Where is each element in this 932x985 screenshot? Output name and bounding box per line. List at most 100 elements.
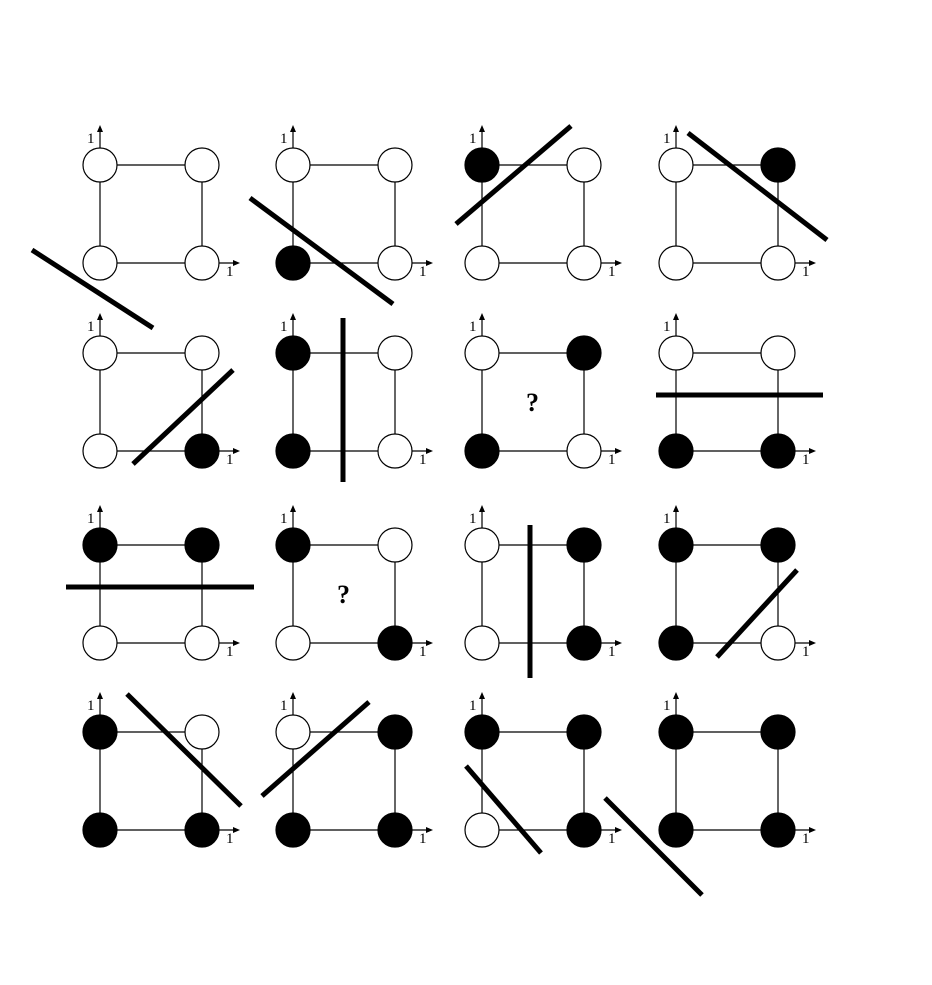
node-tr-filled bbox=[566, 527, 602, 563]
node-br-filled bbox=[377, 812, 413, 848]
x-axis-label: 1 bbox=[226, 644, 234, 660]
x-axis-label: 1 bbox=[226, 264, 234, 280]
node-bl-filled bbox=[658, 433, 694, 469]
node-tl-filled bbox=[658, 714, 694, 750]
node-tr-filled bbox=[760, 147, 796, 183]
y-axis-arrow-icon bbox=[97, 125, 103, 132]
y-axis-arrow-icon bbox=[290, 505, 296, 512]
y-axis-label: 1 bbox=[663, 131, 671, 147]
node-bl-empty bbox=[275, 625, 311, 661]
node-tr-empty bbox=[184, 714, 220, 750]
panel-10: 1 1? bbox=[275, 505, 433, 661]
node-tl-filled bbox=[464, 714, 500, 750]
node-tl-filled bbox=[82, 527, 118, 563]
x-axis-label: 1 bbox=[802, 264, 810, 280]
y-axis-label: 1 bbox=[280, 131, 288, 147]
y-axis-label: 1 bbox=[87, 131, 95, 147]
node-br-empty bbox=[760, 625, 796, 661]
node-bl-empty bbox=[464, 625, 500, 661]
y-axis-arrow-icon bbox=[290, 125, 296, 132]
y-axis-label: 1 bbox=[280, 511, 288, 527]
node-br-filled bbox=[566, 625, 602, 661]
node-tr-filled bbox=[377, 714, 413, 750]
node-bl-filled bbox=[82, 812, 118, 848]
x-axis-label: 1 bbox=[419, 644, 427, 660]
panel-14: 11 bbox=[260, 692, 433, 848]
node-br-empty bbox=[760, 245, 796, 281]
x-axis-arrow-icon bbox=[615, 448, 622, 454]
node-tl-filled bbox=[82, 714, 118, 750]
node-tl-empty bbox=[464, 335, 500, 371]
y-axis-label: 1 bbox=[87, 511, 95, 527]
node-tl-empty bbox=[275, 714, 311, 750]
node-br-empty bbox=[566, 245, 602, 281]
panel-6: 11 bbox=[275, 313, 433, 482]
panel-1: 11 bbox=[30, 125, 240, 331]
x-axis-arrow-icon bbox=[809, 640, 816, 646]
x-axis-label: 1 bbox=[608, 452, 616, 468]
node-tl-empty bbox=[658, 147, 694, 183]
node-bl-empty bbox=[82, 245, 118, 281]
node-bl-empty bbox=[464, 245, 500, 281]
y-axis-arrow-icon bbox=[97, 313, 103, 320]
x-axis-arrow-icon bbox=[809, 260, 816, 266]
y-axis-label: 1 bbox=[87, 698, 95, 714]
x-axis-arrow-icon bbox=[615, 640, 622, 646]
y-axis-label: 1 bbox=[663, 698, 671, 714]
panel-2: 11 bbox=[248, 125, 433, 307]
y-axis-label: 1 bbox=[663, 319, 671, 335]
panel-16: 11 bbox=[603, 692, 816, 897]
node-bl-filled bbox=[658, 812, 694, 848]
node-tl-filled bbox=[658, 527, 694, 563]
node-bl-empty bbox=[464, 812, 500, 848]
node-br-filled bbox=[184, 433, 220, 469]
separator-line bbox=[686, 131, 829, 242]
node-tl-empty bbox=[82, 335, 118, 371]
y-axis-label: 1 bbox=[280, 319, 288, 335]
y-axis-label: 1 bbox=[87, 319, 95, 335]
y-axis-arrow-icon bbox=[290, 313, 296, 320]
node-tr-empty bbox=[566, 147, 602, 183]
x-axis-arrow-icon bbox=[233, 827, 240, 833]
y-axis-label: 1 bbox=[469, 131, 477, 147]
node-tr-filled bbox=[184, 527, 220, 563]
node-bl-filled bbox=[275, 812, 311, 848]
separator-line bbox=[603, 796, 704, 897]
node-tr-empty bbox=[377, 147, 413, 183]
y-axis-label: 1 bbox=[469, 319, 477, 335]
x-axis-label: 1 bbox=[419, 264, 427, 280]
x-axis-arrow-icon bbox=[426, 640, 433, 646]
x-axis-label: 1 bbox=[802, 831, 810, 847]
y-axis-arrow-icon bbox=[479, 125, 485, 132]
y-axis-label: 1 bbox=[469, 698, 477, 714]
y-axis-arrow-icon bbox=[290, 692, 296, 699]
x-axis-label: 1 bbox=[419, 831, 427, 847]
panel-7: 1 1? bbox=[464, 313, 622, 469]
x-axis-label: 1 bbox=[226, 452, 234, 468]
panel-12: 11 bbox=[658, 505, 816, 661]
node-tr-filled bbox=[566, 714, 602, 750]
x-axis-arrow-icon bbox=[426, 827, 433, 833]
panel-8: 11 bbox=[656, 313, 823, 469]
separator-line bbox=[715, 568, 799, 659]
x-axis-label: 1 bbox=[226, 831, 234, 847]
node-tr-empty bbox=[377, 335, 413, 371]
node-br-empty bbox=[377, 245, 413, 281]
panel-11: 11 bbox=[464, 505, 622, 678]
node-bl-filled bbox=[658, 625, 694, 661]
x-axis-arrow-icon bbox=[233, 260, 240, 266]
question-mark: ? bbox=[526, 388, 539, 417]
node-br-empty bbox=[184, 625, 220, 661]
x-axis-arrow-icon bbox=[233, 640, 240, 646]
question-mark: ? bbox=[337, 580, 350, 609]
x-axis-label: 1 bbox=[608, 264, 616, 280]
node-bl-empty bbox=[82, 433, 118, 469]
node-tl-filled bbox=[275, 527, 311, 563]
separator-line bbox=[260, 700, 371, 798]
node-br-filled bbox=[184, 812, 220, 848]
node-br-filled bbox=[566, 812, 602, 848]
y-axis-arrow-icon bbox=[479, 313, 485, 320]
panel-13: 11 bbox=[82, 692, 243, 848]
node-br-empty bbox=[566, 433, 602, 469]
